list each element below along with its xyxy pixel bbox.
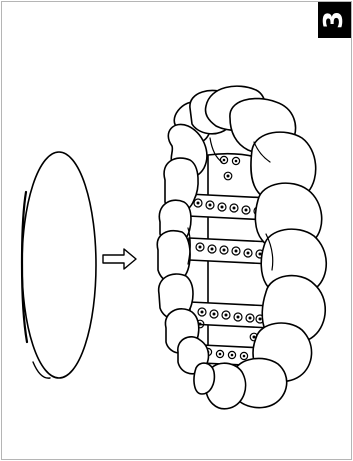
outline-arrow-right-icon — [103, 249, 136, 269]
step-number: 3 — [322, 11, 348, 29]
inflated-ring-roll — [157, 86, 326, 409]
step-number-badge: 3 — [318, 2, 351, 38]
flat-disc — [22, 152, 96, 378]
